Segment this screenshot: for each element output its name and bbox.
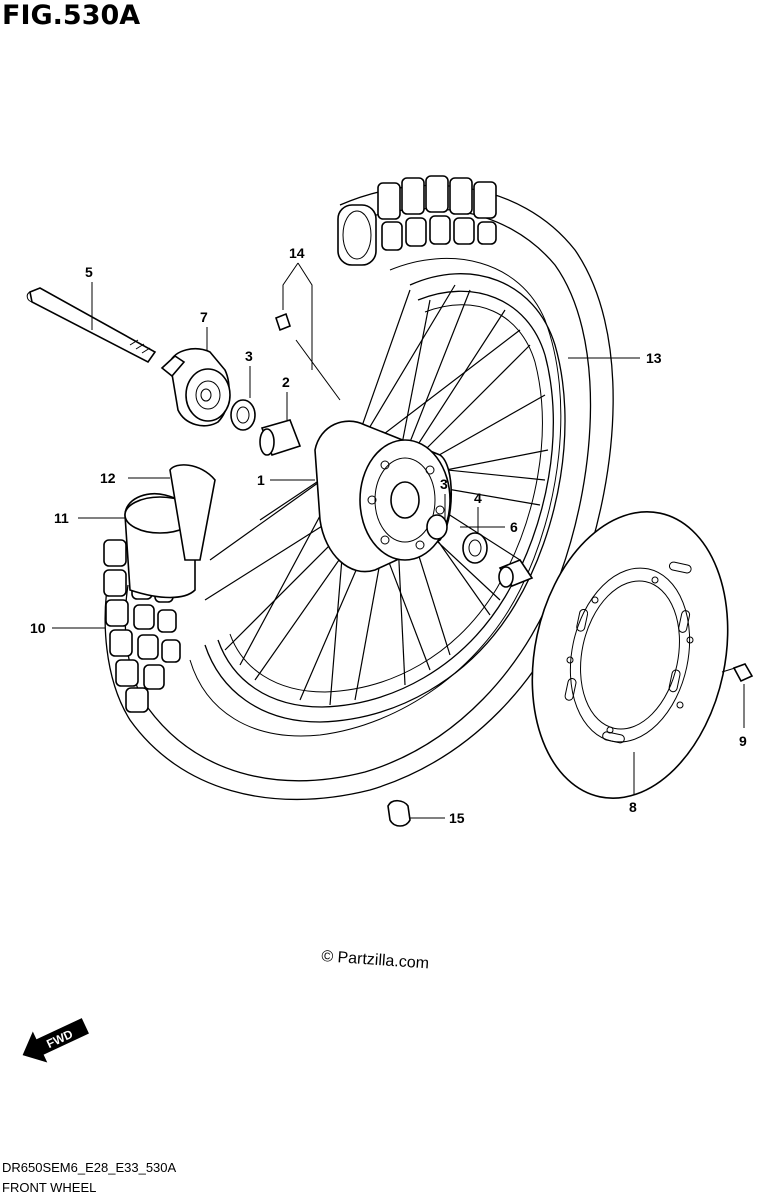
spacer[interactable]: [259, 419, 302, 456]
figure-title: FIG.530A: [2, 0, 141, 31]
callout-7: 7: [200, 309, 208, 325]
rim-band[interactable]: [169, 464, 216, 561]
callout-4: 4: [474, 490, 482, 506]
wheel-spacer-right[interactable]: [498, 559, 534, 588]
bearing-left[interactable]: [230, 399, 256, 431]
callout-8: 8: [629, 799, 637, 815]
callout-5: 5: [85, 264, 93, 280]
diagram-name: FRONT WHEEL: [2, 1180, 97, 1195]
callout-12: 12: [100, 470, 116, 486]
callout-9: 9: [739, 733, 747, 749]
callout-3-left: 3: [245, 348, 253, 364]
callout-15: 15: [449, 810, 465, 826]
callout-14: 14: [289, 245, 305, 261]
rim[interactable]: [204, 273, 566, 723]
clip[interactable]: [387, 799, 411, 827]
callout-numbers: 5 7 3 2 14 1 12 11 10 3 4 6 13 9 8 15: [30, 245, 747, 826]
callout-11: 11: [54, 510, 69, 526]
axle[interactable]: [26, 287, 157, 364]
leader-lines: [52, 262, 745, 819]
callout-1: 1: [257, 472, 265, 488]
speedometer-gearbox[interactable]: [160, 348, 231, 427]
callout-10: 10: [30, 620, 46, 636]
spoke-nipple[interactable]: [275, 312, 341, 401]
brake-disc[interactable]: [507, 493, 753, 816]
fwd-label: FWD: [44, 1027, 75, 1051]
tire-tread-top: [337, 175, 497, 266]
callout-2: 2: [282, 374, 290, 390]
hub[interactable]: [314, 420, 453, 573]
diagram-code: DR650SEM6_E28_E33_530A: [2, 1160, 177, 1175]
callout-6: 6: [510, 519, 518, 535]
oil-seal[interactable]: [462, 532, 488, 564]
callout-13: 13: [646, 350, 662, 366]
disc-bolt[interactable]: [721, 663, 754, 683]
fwd-arrow-icon: FWD: [22, 1018, 89, 1063]
callout-3-right: 3: [440, 476, 448, 492]
